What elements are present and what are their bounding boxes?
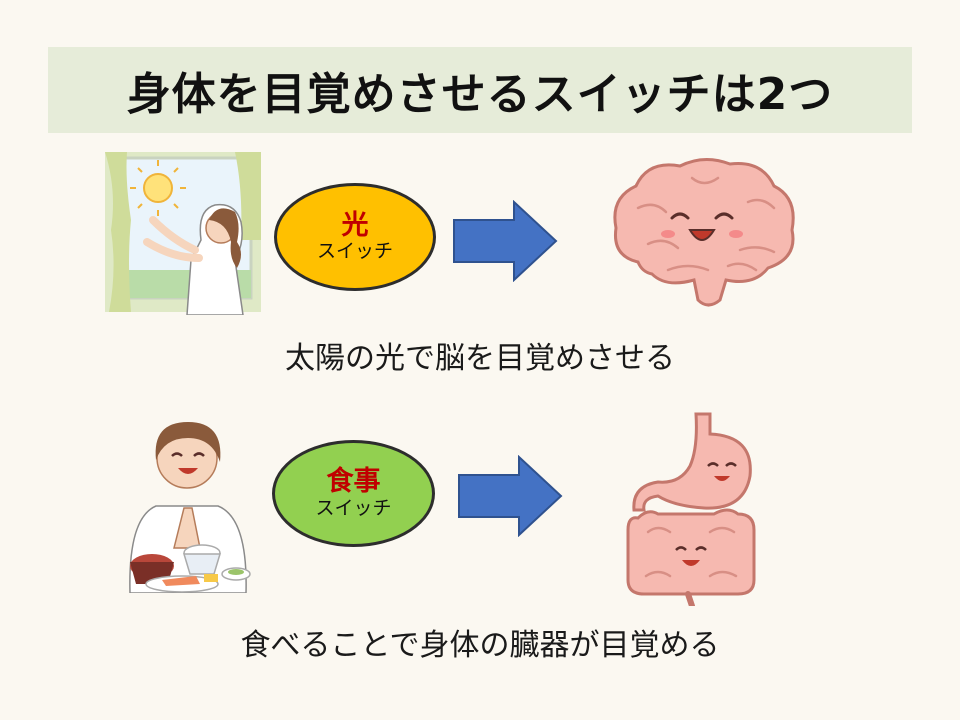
meal-switch-circle: 食事 スイッチ: [272, 440, 435, 547]
meal-switch-caption: 食べることで身体の臓器が目覚める: [240, 628, 720, 663]
arrow-right-icon: [453, 200, 558, 282]
arrow-right-icon: [458, 455, 563, 537]
page-title: 身体を目覚めさせるスイッチは2つ: [126, 69, 834, 120]
woman-with-breakfast-icon: [129, 422, 251, 593]
smiling-digestive-organs-icon: [626, 412, 756, 606]
light-switch-circle: 光 スイッチ: [274, 183, 436, 291]
light-switch-caption: 太陽の光で脳を目覚めさせる: [285, 341, 675, 376]
light-switch-label: 光: [341, 209, 369, 241]
smiling-brain-icon: [613, 158, 795, 307]
light-switch-sublabel: スイッチ: [316, 240, 393, 263]
title-banner: 身体を目覚めさせるスイッチは2つ: [48, 47, 912, 133]
woman-opening-window-icon: [105, 152, 261, 315]
meal-switch-sublabel: スイッチ: [315, 496, 392, 519]
meal-switch-label: 食事: [326, 466, 381, 498]
